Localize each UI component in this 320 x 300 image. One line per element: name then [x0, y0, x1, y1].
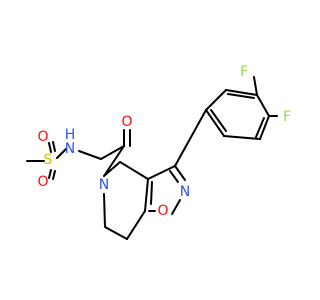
hydrogen-sulfonamide-label: H: [65, 127, 76, 143]
oxygen-carbonyl-label: O: [121, 114, 132, 130]
oxygen-isoxazole-label: O: [157, 203, 168, 219]
bond-ar6-ar1-double: [210, 109, 227, 132]
bond-ar2-ar3-double: [227, 93, 255, 99]
bond-isox-c3a-c7a: [144, 178, 149, 212]
bond-aryl-isoxazole: [174, 109, 207, 167]
bond-carbonyl-ch2: [100, 145, 125, 160]
bond-s-o-top-double: [52, 141, 56, 152]
fluorine-label-top: F: [240, 64, 248, 80]
nitrogen-sulfonamide-label: N: [65, 141, 75, 157]
molecule-structure-diagram: F F N H S O O O N N O: [26, 64, 292, 240]
bond-nh-s: [56, 148, 67, 159]
bond-s-o-bottom: [48, 169, 52, 179]
nitrogen-ring-label: N: [99, 177, 109, 193]
atom-labels: F F N H S O O O N N O: [37, 64, 291, 219]
bond-ch2-ch2: [104, 226, 128, 240]
bond-ar6-ar1: [205, 109, 225, 137]
bond-ar4-ar5-double: [255, 117, 265, 138]
molecule-svg: F F N H S O O O N N O: [26, 64, 291, 240]
bond-ar2-ar3: [225, 89, 258, 96]
oxygen-sulfonyl-bottom-label: O: [37, 174, 48, 190]
fluorine-label-right: F: [283, 109, 291, 125]
oxygen-sulfonyl-top-label: O: [37, 129, 48, 145]
bond-ar1-ar2: [205, 89, 227, 111]
bond-isox-c3-n: [174, 165, 186, 181]
bond-n-ch2-lower: [103, 193, 106, 228]
bonds: [26, 76, 278, 240]
bond-isox-c3-n-double: [169, 170, 179, 183]
bond-n-carbonyl: [103, 145, 125, 177]
bond-ch2-nh: [78, 150, 102, 160]
bond-isox-c3a-c7a-double: [150, 181, 153, 205]
bond-ar4-ar5: [259, 115, 270, 140]
sulfur-label: S: [44, 152, 53, 168]
bond-ch2-c7a: [126, 210, 146, 240]
bond-isox-c3-c3a: [147, 165, 176, 180]
bond-s-o-bottom-double: [52, 170, 56, 180]
bond-ar5-ar6: [223, 135, 261, 140]
bond-c3a-ch2: [119, 161, 149, 180]
nitrogen-isoxazole-label: N: [180, 184, 190, 200]
bond-ar3-ar4: [256, 94, 270, 117]
bond-isox-n-o: [171, 199, 181, 215]
bond-ar3-f-top: [253, 76, 258, 96]
bond-s-o-top: [48, 142, 52, 153]
